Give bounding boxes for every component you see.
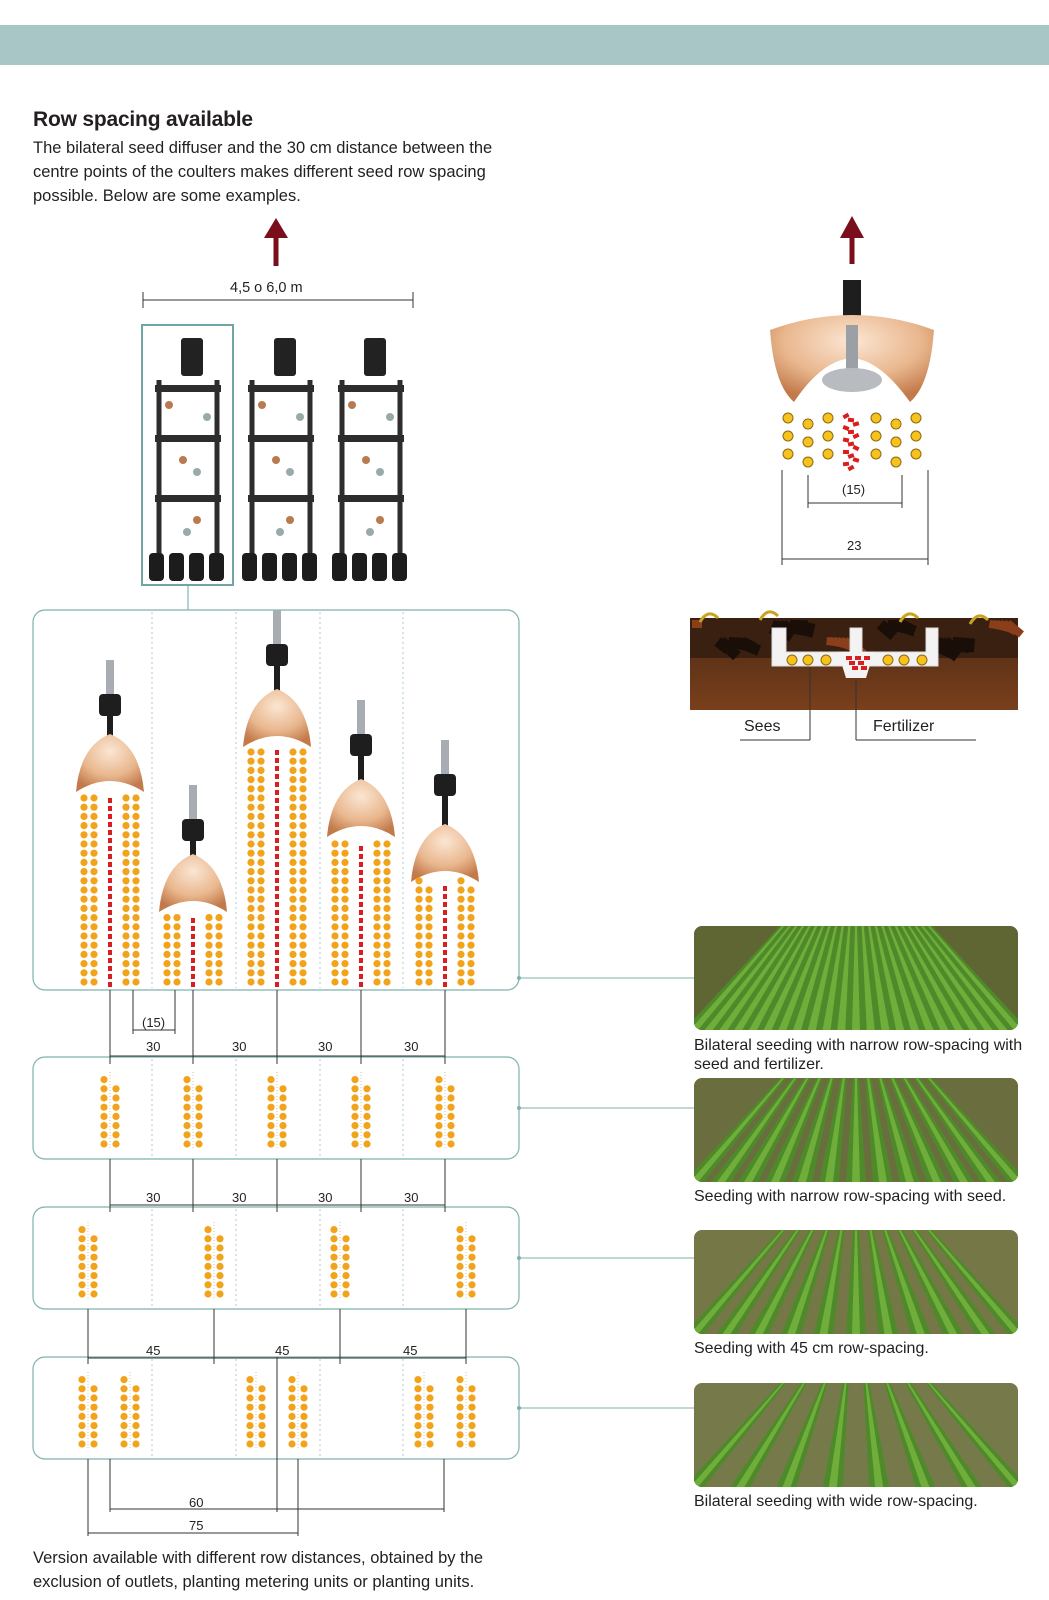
field-photo-4 xyxy=(694,1383,1018,1487)
panel-4-spacing-label-60: 60 xyxy=(189,1495,204,1510)
spacing-panel-3 xyxy=(32,1206,520,1310)
panel-1-spacing-label-1: 30 xyxy=(146,1039,161,1054)
intro-text: The bilateral seed diffuser and the 30 c… xyxy=(33,139,493,205)
coulter-inner-spacing-label: (15) xyxy=(842,482,866,497)
seed-row-group-p3-1 xyxy=(78,1222,98,1298)
panel-2-caption: Seeding with narrow row-spacing with see… xyxy=(694,1188,1007,1205)
seed-row-group-p2-1 xyxy=(100,1072,120,1148)
soil-cross-section xyxy=(690,610,1024,741)
seed-row-group-p2-3 xyxy=(267,1072,287,1148)
coulter-detail xyxy=(770,216,934,565)
seed-row-group-p4-2 xyxy=(120,1372,140,1448)
machine-width-label: 4,5 o 6,0 m xyxy=(230,280,303,296)
spacing-panel-1 xyxy=(32,609,520,991)
panel-2-spacing-label-3: 30 xyxy=(318,1190,333,1205)
section-title: Row spacing available xyxy=(33,108,253,131)
panel-3-spacing-label-2: 45 xyxy=(275,1343,290,1358)
seed-row-group-p2-2 xyxy=(183,1072,203,1148)
spacing-panel-2 xyxy=(32,1056,520,1160)
seed-drill-machine xyxy=(149,338,407,581)
coulter-outer-spacing-label: 23 xyxy=(847,538,862,553)
panel-1-spacing-label-2: 30 xyxy=(232,1039,247,1054)
seed-row-group-p4-1 xyxy=(78,1372,98,1448)
panel-2-spacing-label-4: 30 xyxy=(404,1190,419,1205)
coulter-column-4 xyxy=(327,700,395,987)
machine-unit-1 xyxy=(149,338,224,581)
coulter-column-1 xyxy=(76,660,144,987)
panel-3-spacing-label-1: 45 xyxy=(146,1343,161,1358)
fertilizer-label: Fertilizer xyxy=(873,718,935,735)
seed-row-group-p3-2 xyxy=(204,1222,224,1298)
seed-row-group-p4-6 xyxy=(456,1372,476,1448)
panel-4-caption: Bilateral seeding with wide row-spacing. xyxy=(694,1493,978,1510)
machine-width-dimension xyxy=(142,292,414,308)
panel-1-inner-spacing-label: (15) xyxy=(142,1015,166,1030)
panel-1-spacing-label-4: 30 xyxy=(404,1039,419,1054)
panel-1-caption: Bilateral seeding with narrow row-spacin… xyxy=(694,1037,1023,1073)
coulter-column-2 xyxy=(159,785,227,987)
spacing-panel-4 xyxy=(32,1356,520,1460)
seed-row-group-p4-4 xyxy=(288,1372,308,1448)
machine-unit-3 xyxy=(332,338,407,581)
seed-row-group-p2-4 xyxy=(351,1072,371,1148)
seed-row-group-p4-5 xyxy=(414,1372,434,1448)
footer-note: Version available with different row dis… xyxy=(33,1549,484,1591)
panel-2-spacing-label-1: 30 xyxy=(146,1190,161,1205)
seed-row-group-p3-4 xyxy=(456,1222,476,1298)
panel-4-spacing-label-75: 75 xyxy=(189,1518,204,1533)
seed-row-group-p2-5 xyxy=(435,1072,455,1148)
field-photo-1 xyxy=(694,926,1018,1030)
field-photo-2 xyxy=(694,1078,1018,1182)
panel-3-caption: Seeding with 45 cm row-spacing. xyxy=(694,1340,929,1357)
coulter-column-3 xyxy=(243,610,311,987)
panel-3-spacing-label-3: 45 xyxy=(403,1343,418,1358)
direction-arrow-left xyxy=(264,218,288,266)
top-color-band xyxy=(0,25,1049,65)
seed-row-group-p4-3 xyxy=(246,1372,266,1448)
panel-1-spacing-label-3: 30 xyxy=(318,1039,333,1054)
machine-unit-2 xyxy=(242,338,317,581)
field-photo-3 xyxy=(694,1230,1018,1334)
coulter-column-5 xyxy=(411,740,479,987)
panel-2-spacing-label-2: 30 xyxy=(232,1190,247,1205)
seed-row-group-p3-3 xyxy=(330,1222,350,1298)
seeds-label: Sees xyxy=(744,718,781,735)
